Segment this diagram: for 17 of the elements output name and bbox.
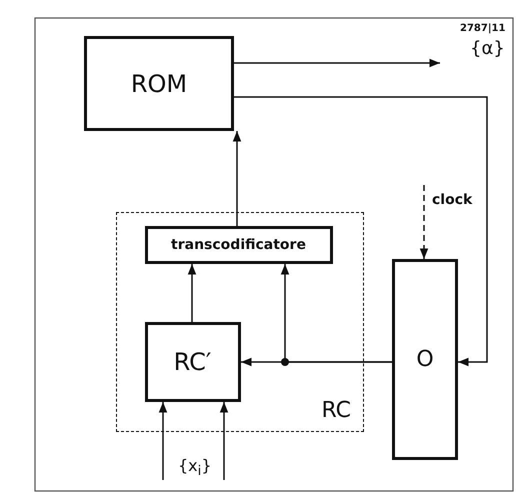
arrow (158, 402, 168, 480)
arrow (234, 58, 440, 68)
group-label: RC (321, 398, 351, 423)
figure-number: 2787|11 (460, 23, 506, 34)
dashed-arrow (420, 185, 428, 259)
arrow (188, 264, 196, 322)
set-symbol: {α} (470, 38, 505, 59)
arrow (232, 131, 242, 226)
arrow (220, 402, 228, 480)
dashed-group-box (116, 212, 364, 432)
arrow (280, 264, 392, 363)
register-block: RC′ (144, 322, 240, 402)
memory-block: ROM (84, 36, 234, 131)
set-symbol: {x$_{i}$} (178, 456, 212, 480)
arrow (234, 96, 488, 366)
output-block: O (392, 259, 458, 460)
process-block: transcodificatore (144, 226, 332, 264)
